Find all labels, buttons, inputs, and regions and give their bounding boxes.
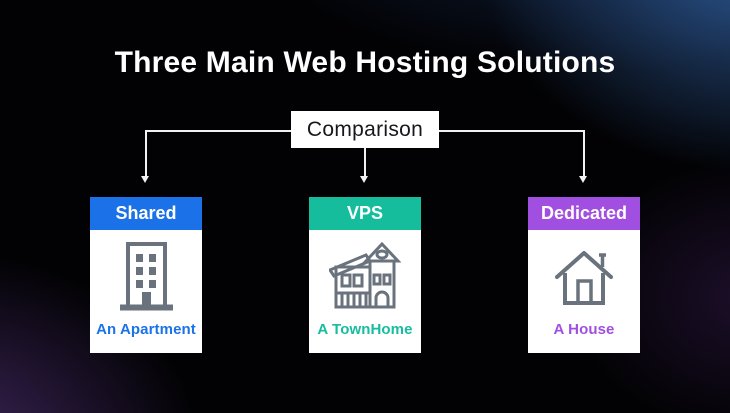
arrow-down-icon	[360, 176, 368, 183]
card-dedicated-header: Dedicated	[528, 197, 640, 230]
card-vps: VPS A Town	[309, 197, 421, 353]
page-title: Three Main Web Hosting Solutions	[114, 46, 616, 79]
comparison-label: Comparison	[306, 117, 424, 141]
card-vps-label: A TownHome	[317, 321, 413, 338]
card-shared-header: Shared	[90, 197, 202, 230]
apartment-icon	[90, 230, 202, 321]
house-icon	[528, 230, 640, 321]
card-dedicated-label: A House	[553, 321, 615, 338]
card-shared-label: An Apartment	[96, 321, 196, 338]
comparison-box: Comparison	[291, 111, 439, 148]
arrow-down-icon	[579, 176, 587, 183]
card-vps-header: VPS	[309, 197, 421, 230]
connector-right-line	[583, 130, 585, 176]
card-shared: Shared An Apartment	[90, 197, 202, 353]
arrow-down-icon	[141, 176, 149, 183]
townhome-icon	[309, 230, 421, 321]
connector-center-line	[364, 148, 366, 176]
connector-left-line	[145, 130, 147, 176]
card-dedicated: Dedicated A House	[528, 197, 640, 353]
